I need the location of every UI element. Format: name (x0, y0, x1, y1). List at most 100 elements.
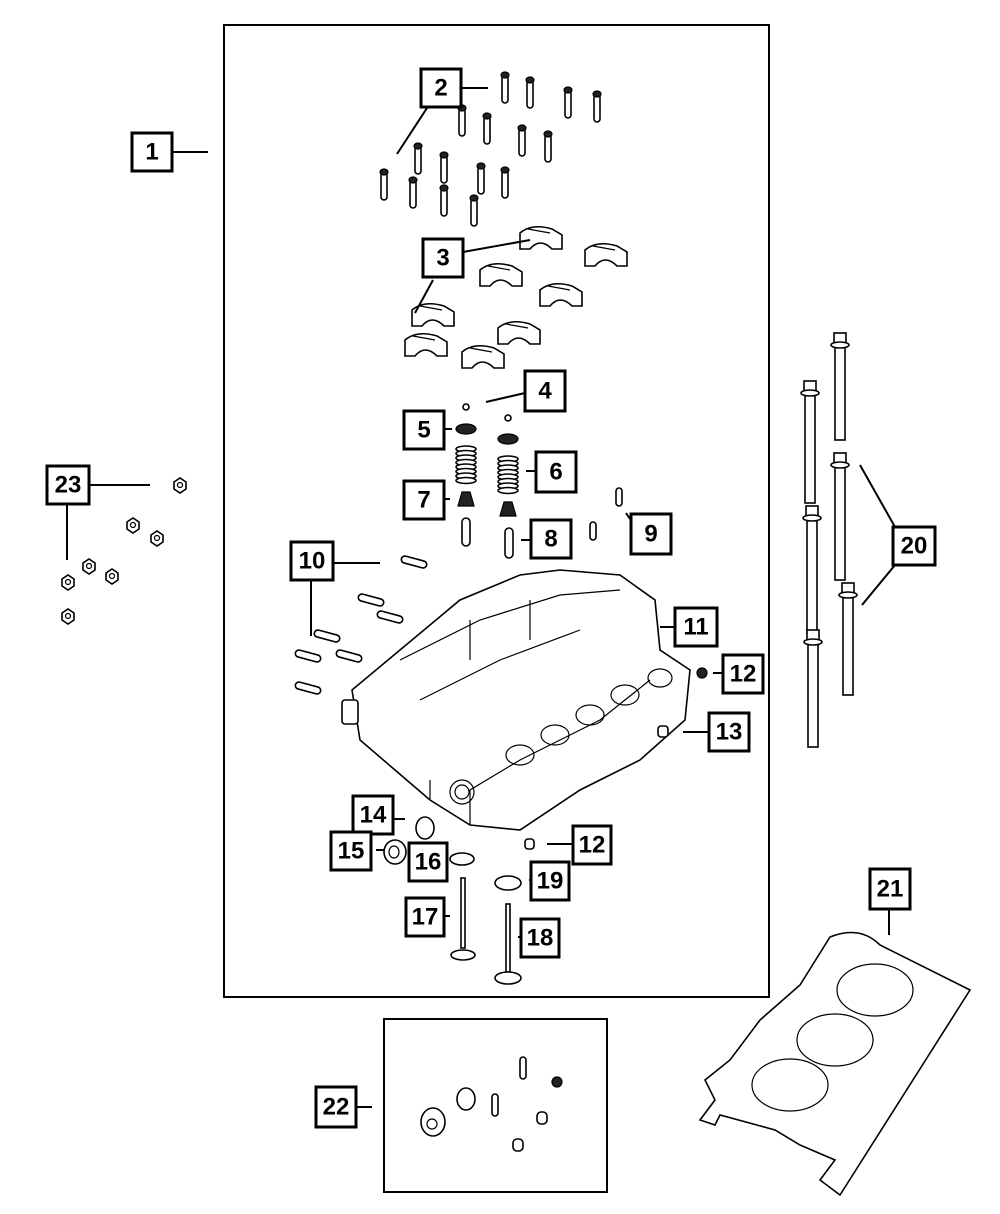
head-gasket-21 (698, 931, 972, 1197)
svg-text:7: 7 (417, 487, 430, 514)
bolt (469, 194, 479, 227)
bolt (457, 104, 467, 137)
callout-23[interactable]: 23 (45, 464, 91, 506)
svg-text:12: 12 (730, 661, 757, 688)
svg-text:22: 22 (323, 1094, 350, 1121)
bolt (592, 90, 602, 123)
valve-spring (497, 455, 519, 495)
plug-13 (657, 725, 669, 738)
svg-text:10: 10 (299, 548, 326, 575)
pin (294, 649, 322, 663)
callout-4[interactable]: 4 (523, 369, 567, 413)
svg-text:23: 23 (55, 472, 82, 499)
bearing-caps-group-3 (404, 225, 628, 369)
head-bolt (803, 629, 823, 748)
callout-20[interactable]: 20 (891, 525, 937, 567)
pin (294, 681, 322, 695)
kit-22-contents (420, 1056, 563, 1152)
svg-text:3: 3 (436, 245, 449, 272)
bolt (543, 130, 553, 163)
leader-lines (66, 87, 896, 1108)
callout-9[interactable]: 9 (629, 512, 673, 556)
svg-text:13: 13 (716, 719, 743, 746)
callout-1[interactable]: 1 (130, 131, 174, 173)
callout-7[interactable]: 7 (402, 479, 446, 521)
bearing-cap (497, 320, 541, 345)
callout-21[interactable]: 21 (868, 867, 912, 911)
valve-springs (455, 445, 519, 495)
callout-18[interactable]: 18 (519, 917, 561, 959)
callout-16[interactable]: 16 (407, 841, 449, 883)
nut (82, 558, 96, 575)
plug-12-lower (524, 838, 535, 850)
nut (105, 568, 119, 585)
nut (173, 477, 187, 494)
svg-text:4: 4 (538, 378, 552, 405)
callout-10[interactable]: 10 (289, 540, 335, 582)
pin (357, 593, 385, 607)
bolt (563, 86, 573, 119)
svg-text:12: 12 (579, 832, 606, 859)
svg-text:8: 8 (544, 526, 557, 553)
valve-seat-16 (449, 852, 475, 866)
bearing-cap (461, 344, 505, 369)
callout-15[interactable]: 15 (329, 830, 373, 872)
callout-13[interactable]: 13 (707, 711, 751, 753)
plug-12-upper (696, 667, 708, 679)
bolt (482, 112, 492, 145)
cylinder-head-body (341, 569, 691, 831)
valve-seat-19 (494, 875, 522, 891)
head-bolt (838, 582, 858, 696)
dowel-pins-9 (589, 487, 623, 541)
callout-5[interactable]: 5 (402, 409, 446, 451)
valve-spring-retainers (455, 423, 519, 445)
svg-text:9: 9 (644, 521, 657, 548)
svg-text:1: 1 (145, 139, 158, 166)
cup-plug-15 (383, 839, 407, 865)
bolt (500, 166, 510, 199)
svg-text:5: 5 (417, 417, 430, 444)
bearing-cap (404, 332, 448, 357)
callout-2[interactable]: 2 (419, 67, 463, 109)
nut (61, 574, 75, 591)
callout-11[interactable]: 11 (673, 606, 719, 648)
pins-10 (294, 555, 428, 695)
callout-3[interactable]: 3 (421, 237, 465, 279)
bolt (439, 151, 449, 184)
bolt (413, 142, 423, 175)
pin (376, 610, 404, 624)
valve-spring (455, 445, 477, 485)
svg-text:16: 16 (415, 849, 442, 876)
bolt (379, 168, 389, 201)
callout-8[interactable]: 8 (529, 518, 573, 560)
callout-12-upper[interactable]: 12 (721, 653, 765, 695)
bolt (476, 162, 486, 195)
svg-text:20: 20 (901, 533, 928, 560)
svg-text:14: 14 (360, 802, 387, 829)
callout-22[interactable]: 22 (314, 1085, 358, 1129)
nut (126, 517, 140, 534)
bolts-group-2 (379, 71, 602, 227)
svg-text:2: 2 (434, 75, 447, 102)
svg-text:15: 15 (338, 838, 365, 865)
bolt (525, 76, 535, 109)
svg-text:19: 19 (537, 868, 564, 895)
exhaust-valve-18 (494, 903, 522, 985)
callout-6[interactable]: 6 (534, 450, 578, 494)
bearing-cap (519, 225, 563, 250)
kit-frame (383, 1018, 608, 1193)
pin (335, 649, 363, 663)
svg-text:6: 6 (549, 459, 562, 486)
bolt (408, 176, 418, 209)
callout-17[interactable]: 17 (404, 896, 446, 938)
bearing-cap (479, 262, 523, 287)
callout-19[interactable]: 19 (529, 860, 571, 902)
nut (61, 608, 75, 625)
bolt (439, 184, 449, 217)
bearing-cap (539, 282, 583, 307)
pin (400, 555, 428, 569)
nut (150, 530, 164, 547)
callout-14[interactable]: 14 (351, 794, 395, 836)
head-bolt (802, 505, 822, 634)
callout-12-lower[interactable]: 12 (571, 824, 613, 866)
